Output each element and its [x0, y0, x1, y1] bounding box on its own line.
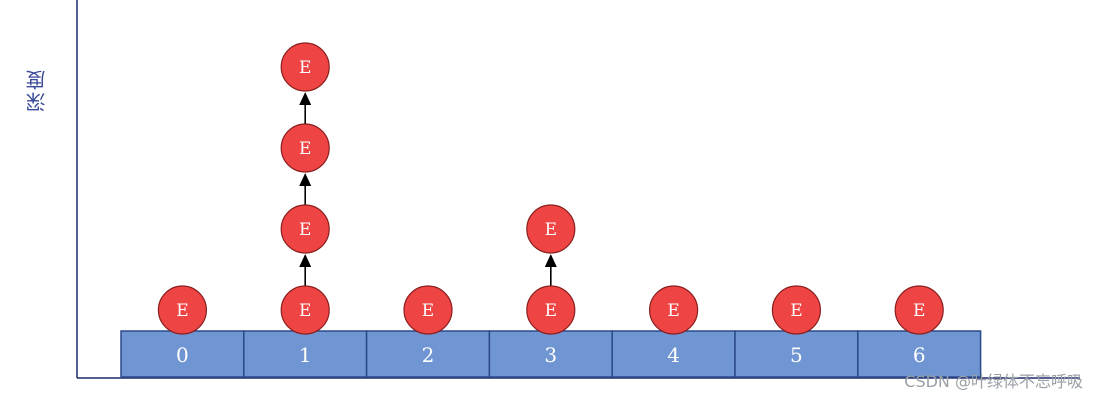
- chain-node: E: [157, 285, 207, 335]
- arrow-head: [299, 92, 312, 105]
- node-circle: [526, 204, 576, 254]
- chain-arrow: [299, 254, 312, 286]
- node-label: E: [299, 301, 311, 321]
- bucket-cell: [734, 330, 859, 378]
- watermark: CSDN @叶绿体不忘呼吸: [904, 372, 1083, 391]
- arrow-head: [299, 254, 312, 267]
- chain-node: E: [403, 285, 453, 335]
- arrow-head: [544, 254, 557, 267]
- bucket-5: 5: [734, 330, 859, 378]
- chain-arrows: [299, 92, 557, 286]
- node-circle: [894, 285, 944, 335]
- node-circle: [157, 285, 207, 335]
- node-circle: [280, 123, 330, 173]
- bucket-label: 0: [176, 343, 189, 367]
- arrow-head: [299, 173, 312, 186]
- bucket-cell: [857, 330, 982, 378]
- chain-nodes: E E E E E E E E E E E: [157, 42, 944, 335]
- bucket-label: 2: [422, 343, 435, 367]
- node-label: E: [299, 58, 311, 78]
- chain-node: E: [526, 204, 576, 254]
- bucket-row: 0 1 2 3 4 5 6: [120, 330, 982, 378]
- bucket-label: 4: [667, 343, 680, 367]
- node-label: E: [545, 301, 557, 321]
- bucket-4: 4: [611, 330, 736, 378]
- node-circle: [771, 285, 822, 335]
- chain-node: E: [280, 285, 330, 335]
- node-circle: [526, 285, 576, 335]
- bucket-0: 0: [120, 330, 245, 378]
- bucket-cell: [365, 330, 491, 378]
- chain-arrow: [299, 92, 312, 124]
- bucket-6: 6: [857, 330, 982, 378]
- chain-node: E: [894, 285, 944, 335]
- node-label: E: [422, 301, 434, 321]
- bucket-3: 3: [488, 330, 613, 378]
- bucket-cell: [120, 330, 245, 378]
- chain-node: E: [280, 204, 330, 254]
- node-label: E: [299, 139, 311, 159]
- node-circle: [403, 285, 453, 335]
- node-label: E: [913, 301, 925, 321]
- node-label: E: [545, 220, 557, 240]
- chain-arrow: [544, 254, 557, 286]
- node-circle: [280, 285, 330, 335]
- chain-node: E: [771, 285, 822, 335]
- node-label: E: [667, 301, 679, 321]
- node-label: E: [790, 301, 802, 321]
- bucket-label: 5: [790, 343, 803, 367]
- chain-node: E: [648, 285, 699, 335]
- chain-arrow: [299, 173, 312, 205]
- bucket-label: 6: [913, 343, 926, 367]
- chain-node: E: [526, 285, 576, 335]
- bucket-label: 1: [299, 343, 312, 367]
- bucket-label: 3: [544, 343, 557, 367]
- node-label: E: [299, 220, 311, 240]
- chain-node: E: [280, 123, 330, 173]
- chain-node: E: [280, 42, 330, 92]
- node-circle: [280, 204, 330, 254]
- bucket-cell: [488, 330, 613, 378]
- node-circle: [648, 285, 699, 335]
- bucket-2: 2: [365, 330, 491, 378]
- bucket-1: 1: [243, 330, 368, 378]
- node-label: E: [176, 301, 188, 321]
- node-circle: [280, 42, 330, 92]
